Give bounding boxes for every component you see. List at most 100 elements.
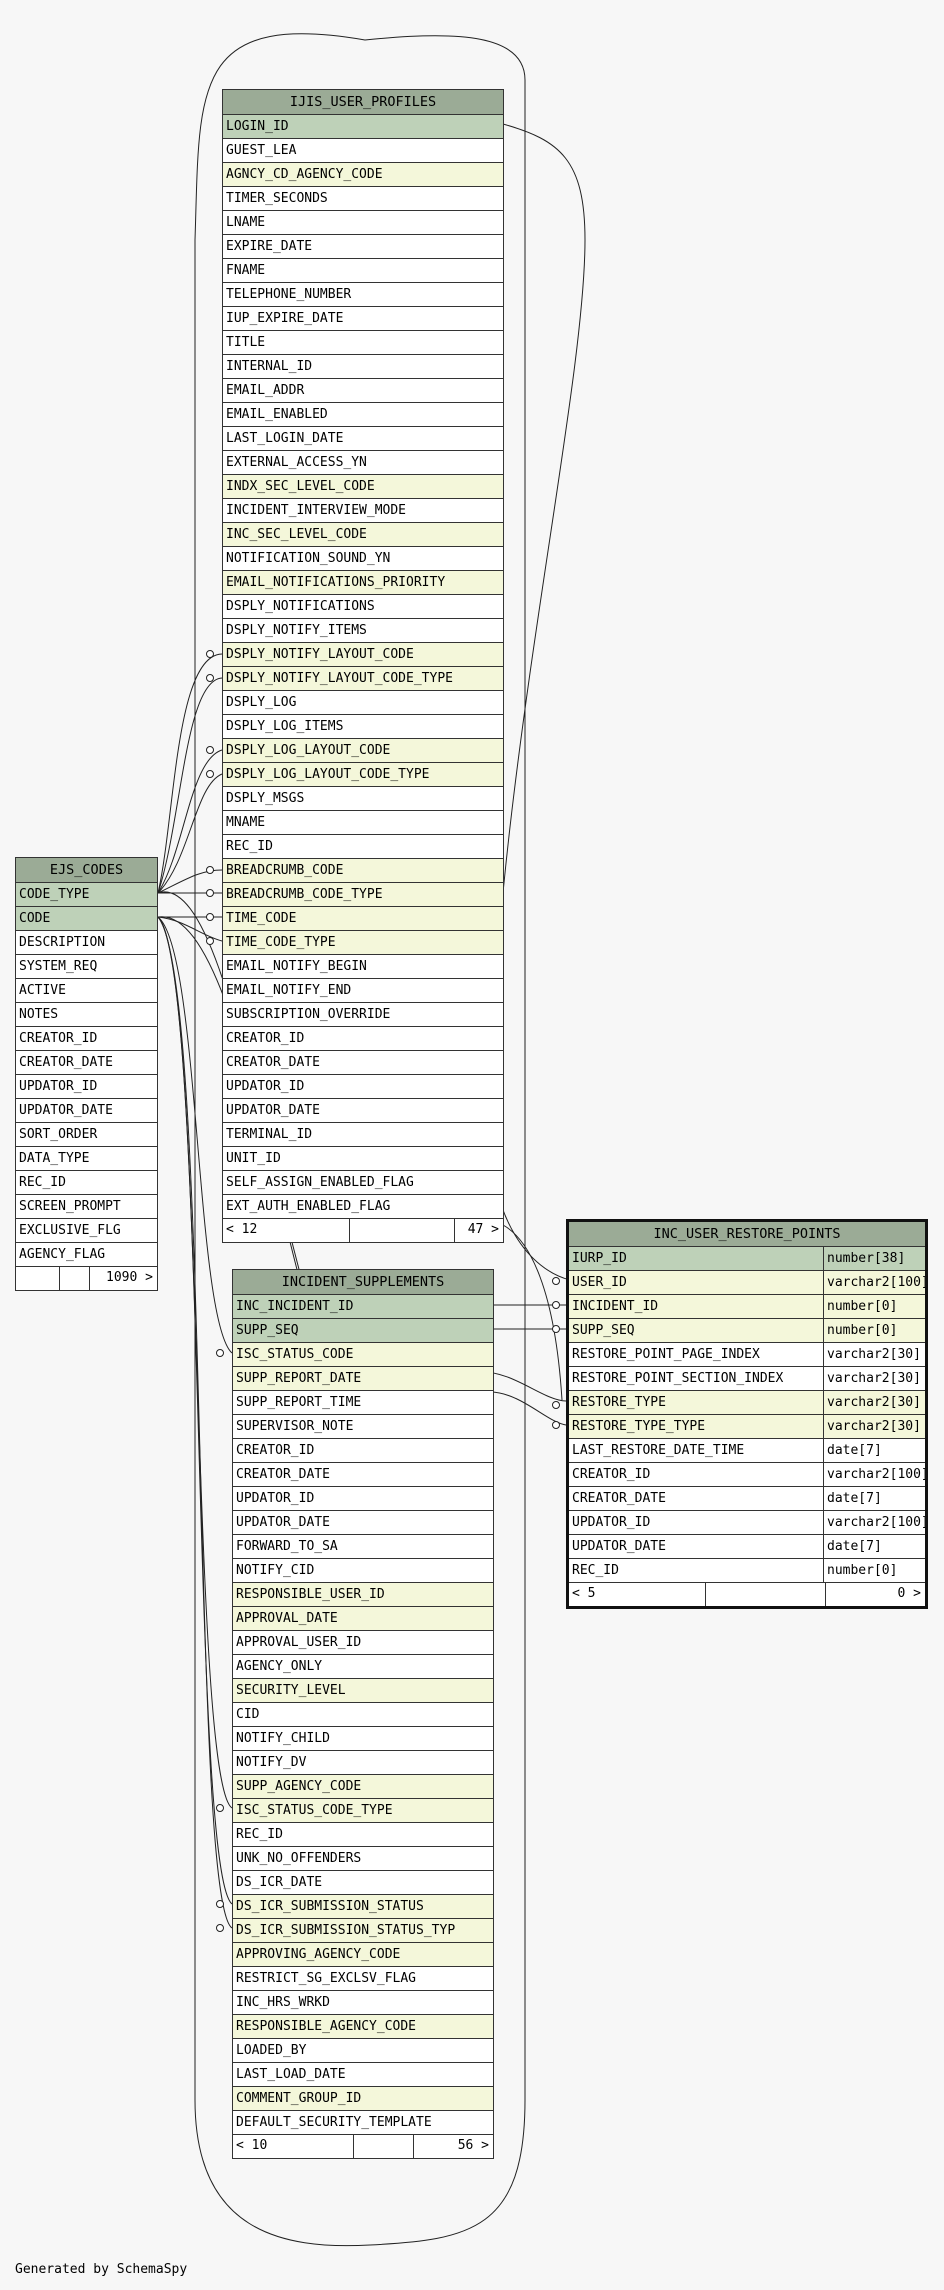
column-row[interactable]: DSPLY_NOTIFY_LAYOUT_CODE_TYPE xyxy=(223,667,503,691)
column-row[interactable]: EXCLUSIVE_FLG xyxy=(16,1219,157,1243)
column-row[interactable]: SCREEN_PROMPT xyxy=(16,1195,157,1219)
column-row[interactable]: EXTERNAL_ACCESS_YN xyxy=(223,451,503,475)
column-row[interactable]: RESPONSIBLE_AGENCY_CODE xyxy=(233,2015,493,2039)
column-row[interactable]: INC_HRS_WRKD xyxy=(233,1991,493,2015)
column-row[interactable]: DESCRIPTION xyxy=(16,931,157,955)
column-row[interactable]: BREADCRUMB_CODE_TYPE xyxy=(223,883,503,907)
column-row[interactable]: BREADCRUMB_CODE xyxy=(223,859,503,883)
column-row[interactable]: NOTIFICATION_SOUND_YN xyxy=(223,547,503,571)
column-row[interactable]: FNAME xyxy=(223,259,503,283)
column-row[interactable]: APPROVAL_DATE xyxy=(233,1607,493,1631)
column-row[interactable]: DSPLY_LOG_LAYOUT_CODE xyxy=(223,739,503,763)
column-row[interactable]: APPROVING_AGENCY_CODE xyxy=(233,1943,493,1967)
column-row[interactable]: EMAIL_ADDR xyxy=(223,379,503,403)
column-row[interactable]: UPDATOR_DATE xyxy=(233,1511,493,1535)
column-row[interactable]: INCIDENT_INTERVIEW_MODE xyxy=(223,499,503,523)
column-row[interactable]: NOTIFY_DV xyxy=(233,1751,493,1775)
column-row[interactable]: NOTIFY_CHILD xyxy=(233,1727,493,1751)
column-row[interactable]: TITLE xyxy=(223,331,503,355)
column-row[interactable]: DS_ICR_DATE xyxy=(233,1871,493,1895)
footer-parents[interactable]: < 5 xyxy=(569,1583,706,1606)
column-row[interactable]: SYSTEM_REQ xyxy=(16,955,157,979)
column-row[interactable]: DEFAULT_SECURITY_TEMPLATE xyxy=(233,2111,493,2135)
column-row[interactable]: LNAME xyxy=(223,211,503,235)
column-row[interactable]: CID xyxy=(233,1703,493,1727)
column-row[interactable]: DS_ICR_SUBMISSION_STATUS xyxy=(233,1895,493,1919)
column-row[interactable]: CREATOR_DATE xyxy=(223,1051,503,1075)
column-row[interactable]: INC_SEC_LEVEL_CODE xyxy=(223,523,503,547)
column-row[interactable]: UPDATOR_DATE xyxy=(16,1099,157,1123)
column-row[interactable]: SELF_ASSIGN_ENABLED_FLAG xyxy=(223,1171,503,1195)
footer-parents[interactable]: < 12 xyxy=(223,1219,350,1242)
column-row[interactable]: GUEST_LEA xyxy=(223,139,503,163)
footer-children[interactable]: 56 > xyxy=(457,2138,489,2153)
column-row[interactable]: REC_ID xyxy=(233,1823,493,1847)
column-row[interactable]: UNK_NO_OFFENDERS xyxy=(233,1847,493,1871)
column-row[interactable]: UPDATOR_DATE xyxy=(223,1099,503,1123)
column-row[interactable]: DSPLY_LOG xyxy=(223,691,503,715)
column-row[interactable]: UNIT_ID xyxy=(223,1147,503,1171)
column-row[interactable]: DATA_TYPE xyxy=(16,1147,157,1171)
column-row[interactable]: DSPLY_NOTIFICATIONS xyxy=(223,595,503,619)
column-row[interactable]: RESTRICT_SG_EXCLSV_FLAG xyxy=(233,1967,493,1991)
column-row[interactable]: DSPLY_MSGS xyxy=(223,787,503,811)
column-row[interactable]: EXT_AUTH_ENABLED_FLAG xyxy=(223,1195,503,1219)
column-row[interactable]: REC_ID xyxy=(16,1171,157,1195)
column-row[interactable]: EXPIRE_DATE xyxy=(223,235,503,259)
column-row[interactable]: ISC_STATUS_CODE xyxy=(233,1343,493,1367)
column-row[interactable]: EMAIL_NOTIFY_BEGIN xyxy=(223,955,503,979)
column-row[interactable]: TELEPHONE_NUMBER xyxy=(223,283,503,307)
column-row[interactable]: CREATOR_ID xyxy=(233,1439,493,1463)
column-row[interactable]: DSPLY_NOTIFY_LAYOUT_CODE xyxy=(223,643,503,667)
column-row[interactable]: INC_INCIDENT_ID xyxy=(233,1295,493,1319)
column-row[interactable]: AGENCY_FLAG xyxy=(16,1243,157,1267)
column-row[interactable]: TIME_CODE_TYPE xyxy=(223,931,503,955)
column-row[interactable]: UPDATOR_ID xyxy=(233,1487,493,1511)
footer-parents[interactable]: < 10 xyxy=(233,2135,354,2158)
column-row[interactable]: SUPP_REPORT_TIME xyxy=(233,1391,493,1415)
column-row[interactable]: AGNCY_CD_AGENCY_CODE xyxy=(223,163,503,187)
column-row[interactable]: TIMER_SECONDS xyxy=(223,187,503,211)
column-row[interactable]: LAST_LOAD_DATE xyxy=(233,2063,493,2087)
footer-children[interactable]: 0 > xyxy=(897,1586,921,1601)
column-row[interactable]: DS_ICR_SUBMISSION_STATUS_TYP xyxy=(233,1919,493,1943)
column-row[interactable]: SORT_ORDER xyxy=(16,1123,157,1147)
column-row[interactable]: SUPP_SEQ xyxy=(233,1319,493,1343)
column-row[interactable]: EMAIL_NOTIFICATIONS_PRIORITY xyxy=(223,571,503,595)
column-row[interactable]: LOGIN_ID xyxy=(223,115,503,139)
column-row[interactable]: LAST_LOGIN_DATE xyxy=(223,427,503,451)
column-row[interactable]: INTERNAL_ID xyxy=(223,355,503,379)
footer-children[interactable]: 1090 > xyxy=(106,1270,153,1285)
column-row[interactable]: IUP_EXPIRE_DATE xyxy=(223,307,503,331)
column-row[interactable]: TIME_CODE xyxy=(223,907,503,931)
column-row[interactable]: SUBSCRIPTION_OVERRIDE xyxy=(223,1003,503,1027)
column-row[interactable]: SUPERVISOR_NOTE xyxy=(233,1415,493,1439)
column-row[interactable]: SECURITY_LEVEL xyxy=(233,1679,493,1703)
column-row[interactable]: CREATOR_ID xyxy=(16,1027,157,1051)
column-row[interactable]: FORWARD_TO_SA xyxy=(233,1535,493,1559)
column-row[interactable]: NOTES xyxy=(16,1003,157,1027)
column-row[interactable]: SUPP_AGENCY_CODE xyxy=(233,1775,493,1799)
column-row[interactable]: LOADED_BY xyxy=(233,2039,493,2063)
footer-parents[interactable] xyxy=(16,1267,60,1290)
column-row[interactable]: DSPLY_LOG_LAYOUT_CODE_TYPE xyxy=(223,763,503,787)
column-row[interactable]: RESPONSIBLE_USER_ID xyxy=(233,1583,493,1607)
column-row[interactable]: SUPP_REPORT_DATE xyxy=(233,1367,493,1391)
column-row[interactable]: COMMENT_GROUP_ID xyxy=(233,2087,493,2111)
